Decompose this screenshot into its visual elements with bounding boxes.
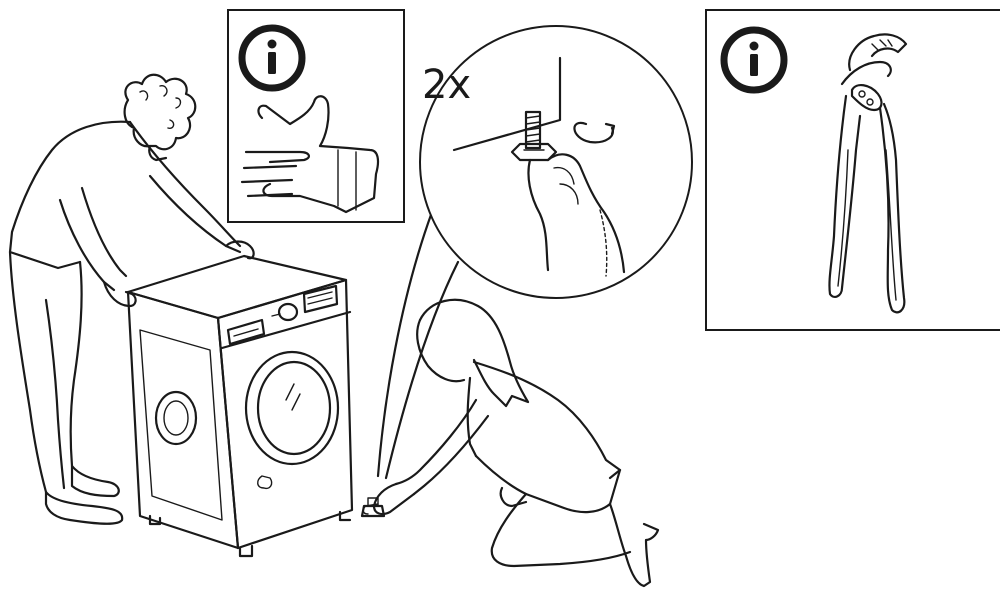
info-icon [724,30,784,90]
info-panel-pliers [706,10,1000,330]
quantity-label: 2x [422,62,471,108]
zoom-callout: 2x [420,26,692,298]
person-kneeling [363,300,658,586]
washing-machine [128,256,352,556]
info-panel-gloves [228,10,404,222]
info-icon [242,28,302,88]
